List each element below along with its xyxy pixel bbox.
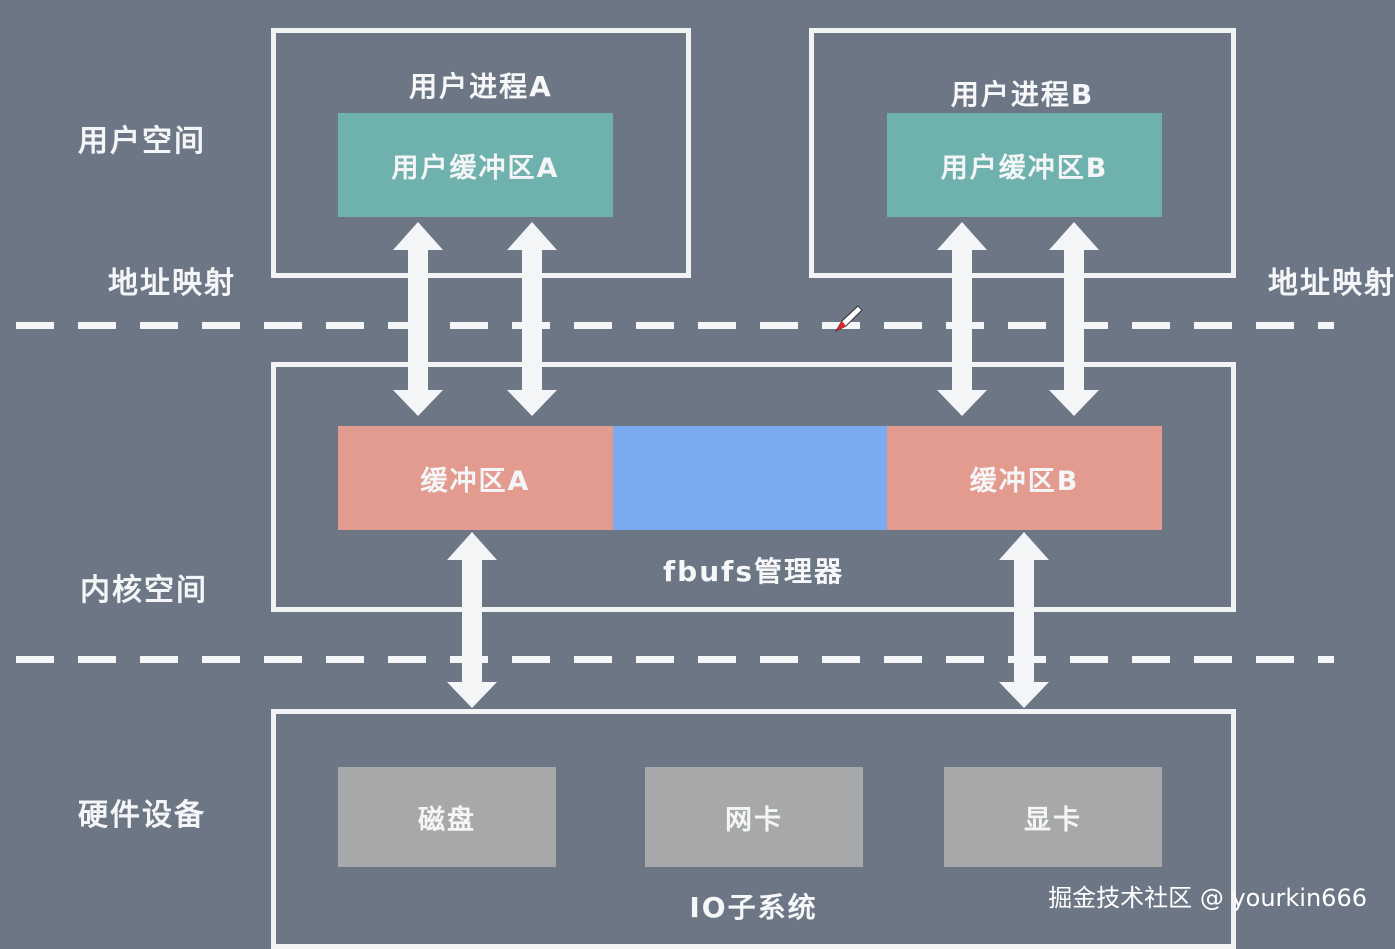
- shared-buffer-region: [613, 426, 887, 530]
- arrow-kernel-io-left: [447, 532, 497, 708]
- fbufs-manager-label: fbufs管理器: [662, 555, 844, 588]
- watermark: 掘金技术社区 @ yourkin666: [1048, 884, 1367, 912]
- kernel-hardware-boundary: [16, 656, 1334, 663]
- user-process-a-title: 用户进程A: [409, 70, 553, 103]
- device-nic: 网卡: [645, 767, 863, 867]
- device-disk: 磁盘: [338, 767, 556, 867]
- kernel-buffer-b: 缓冲区B: [887, 426, 1162, 530]
- address-mapping-label-left: 地址映射: [108, 266, 236, 301]
- arrow-kernel-io-right: [999, 532, 1049, 708]
- arrow-user-a-right: [507, 222, 557, 416]
- user-process-a-frame: 用户进程A: [271, 28, 691, 278]
- user-buffer-a: 用户缓冲区A: [338, 113, 613, 217]
- device-gpu: 显卡: [944, 767, 1162, 867]
- user-kernel-boundary: [16, 322, 1334, 329]
- hardware-label: 硬件设备: [78, 798, 206, 833]
- kernel-buffer-a: 缓冲区A: [338, 426, 613, 530]
- user-process-b-frame: 用户进程B: [809, 28, 1236, 278]
- kernel-space-label: 内核空间: [80, 573, 208, 608]
- kernel-frame: fbufs管理器: [271, 362, 1236, 612]
- address-mapping-label-right: 地址映射: [1268, 266, 1395, 301]
- arrow-user-b-right: [1049, 222, 1099, 416]
- arrow-user-a-left: [393, 222, 443, 416]
- arrow-user-b-left: [937, 222, 987, 416]
- user-buffer-b: 用户缓冲区B: [887, 113, 1162, 217]
- io-subsystem-title: IO子系统: [689, 891, 818, 924]
- user-process-b-title: 用户进程B: [950, 78, 1095, 111]
- pen-cursor-icon: [834, 305, 863, 333]
- user-space-label: 用户空间: [78, 124, 206, 159]
